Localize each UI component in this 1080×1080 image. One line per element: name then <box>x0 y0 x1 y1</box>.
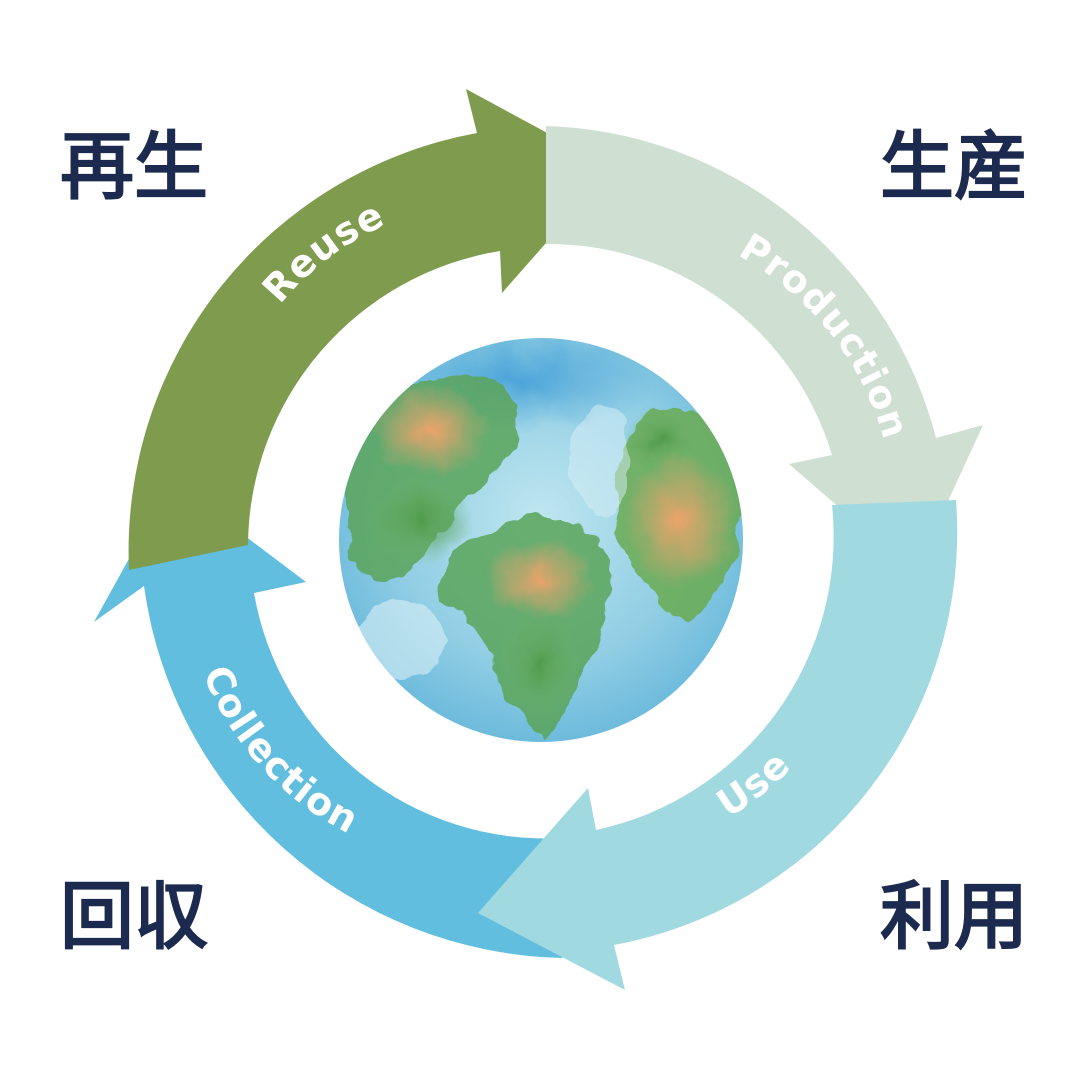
reuse-label-ja: 再生 <box>60 124 208 210</box>
watercolor-globe-icon <box>339 338 743 742</box>
production-arrow <box>546 126 983 573</box>
use-label-ja: 利用 <box>880 874 1028 960</box>
collection-arrow <box>94 481 562 958</box>
production-label-ja: 生産 <box>880 124 1028 210</box>
collection-label-ja: 回収 <box>60 874 208 960</box>
reuse-arrow <box>128 89 612 570</box>
use-arrow <box>478 500 958 990</box>
